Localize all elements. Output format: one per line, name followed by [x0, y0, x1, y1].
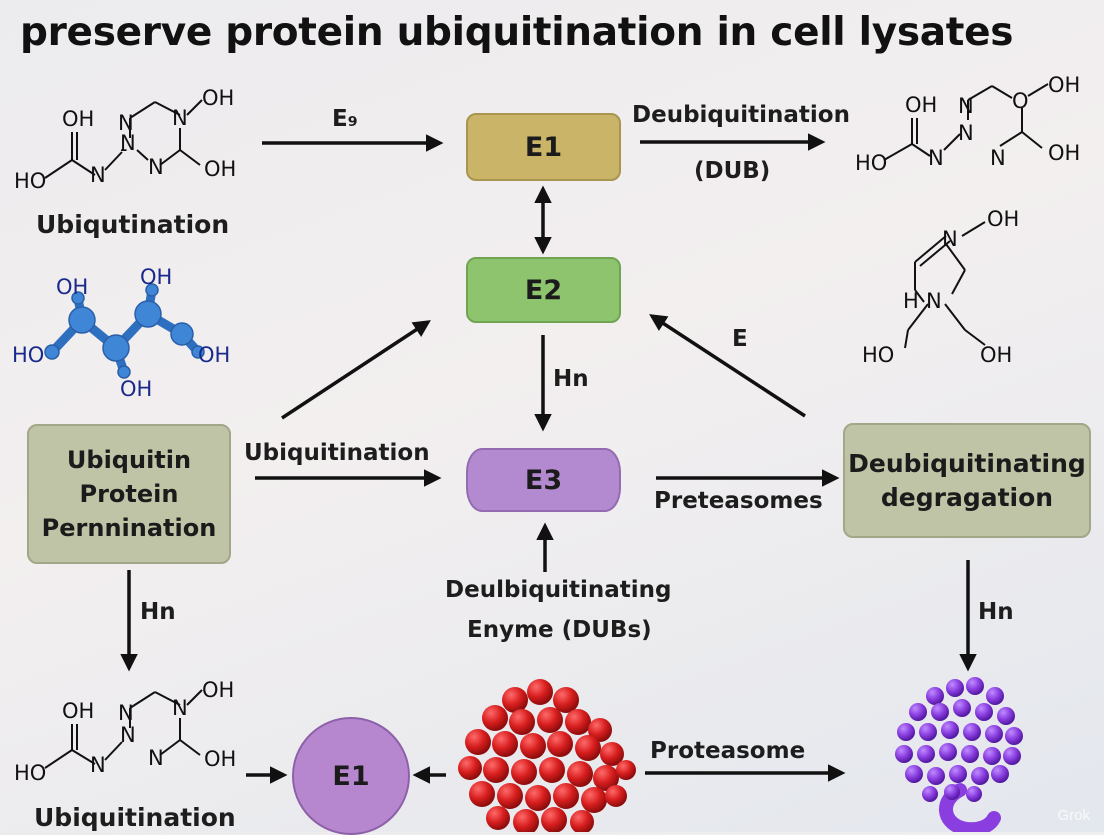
label-ubiquitination-mid: Ubiquitination: [244, 440, 430, 466]
svg-text:H: H: [903, 289, 919, 313]
arrow-ubiquitin-to-e2: [281, 320, 431, 420]
e1-bottom-node: E1: [292, 717, 410, 835]
svg-text:OH: OH: [905, 93, 937, 117]
svg-text:HO: HO: [14, 169, 46, 193]
svg-text:N: N: [118, 111, 134, 135]
svg-text:OH: OH: [1048, 141, 1080, 165]
svg-text:OH: OH: [987, 207, 1019, 231]
label-hn-center: Hn: [553, 366, 589, 392]
ubiquitin-protein-box: Ubiquitin Protein Pernnination: [27, 424, 231, 564]
svg-text:OH: OH: [1048, 73, 1080, 97]
svg-text:N: N: [942, 227, 958, 251]
label-dub: (DUB): [694, 158, 771, 184]
svg-text:HO: HO: [862, 343, 894, 367]
e2-node: E2: [466, 257, 621, 323]
label-hn-left: Hn: [140, 599, 176, 625]
svg-text:N: N: [90, 753, 106, 777]
svg-text:OH: OH: [56, 275, 88, 299]
svg-text:N: N: [90, 163, 106, 187]
svg-text:N: N: [990, 146, 1006, 170]
e1-top-node: E1: [466, 113, 621, 181]
svg-text:N: N: [120, 723, 136, 747]
label-e9: E₉: [332, 106, 358, 132]
e3-node: E3: [466, 448, 621, 512]
label-proteasome: Proteasome: [650, 738, 806, 764]
svg-text:OH: OH: [120, 377, 152, 401]
svg-text:N: N: [172, 106, 188, 130]
svg-text:N: N: [118, 701, 134, 725]
svg-text:OH: OH: [140, 265, 172, 289]
svg-text:N: N: [958, 94, 974, 118]
svg-text:OH: OH: [202, 86, 234, 110]
svg-text:-: -: [120, 137, 128, 161]
label-hn-right: Hn: [978, 599, 1014, 625]
label-preteasomes: Preteasomes: [654, 488, 823, 514]
svg-text:HO: HO: [14, 761, 46, 785]
caption-bottom-left: Ubiquitination: [34, 803, 236, 832]
page-title: preserve protein ubiquitination in cell …: [20, 10, 1014, 55]
svg-text:OH: OH: [202, 678, 234, 702]
svg-text:HO: HO: [855, 151, 887, 175]
svg-text:O: O: [1012, 89, 1029, 113]
svg-text:OH: OH: [198, 343, 230, 367]
svg-text:N: N: [148, 155, 164, 179]
watermark: Grok: [1057, 807, 1090, 824]
label-dub-enzyme-line2: Enyme (DUBs): [467, 617, 652, 643]
svg-text:N: N: [172, 696, 188, 720]
svg-text:HO: HO: [12, 343, 44, 367]
svg-text:OH: OH: [204, 747, 236, 771]
label-e-back: E: [732, 326, 748, 352]
arrow-degradation-to-e2: [649, 314, 806, 418]
svg-text:N: N: [148, 746, 164, 770]
svg-text:N: N: [926, 289, 942, 313]
deubiquitinating-degradation-box: Deubiquitinating degragation: [843, 423, 1091, 538]
svg-text:N: N: [120, 131, 136, 155]
label-dub-enzyme-line1: Deulbiquitinating: [445, 577, 672, 603]
svg-text:N: N: [928, 146, 944, 170]
svg-text:N: N: [958, 121, 974, 145]
svg-text:OH: OH: [62, 699, 94, 723]
svg-text:OH: OH: [204, 157, 236, 181]
caption-top-left: Ubiqutination: [36, 210, 230, 239]
label-deubiquitination: Deubiquitination: [632, 102, 850, 128]
svg-text:OH: OH: [980, 343, 1012, 367]
svg-text:OH: OH: [62, 107, 94, 131]
